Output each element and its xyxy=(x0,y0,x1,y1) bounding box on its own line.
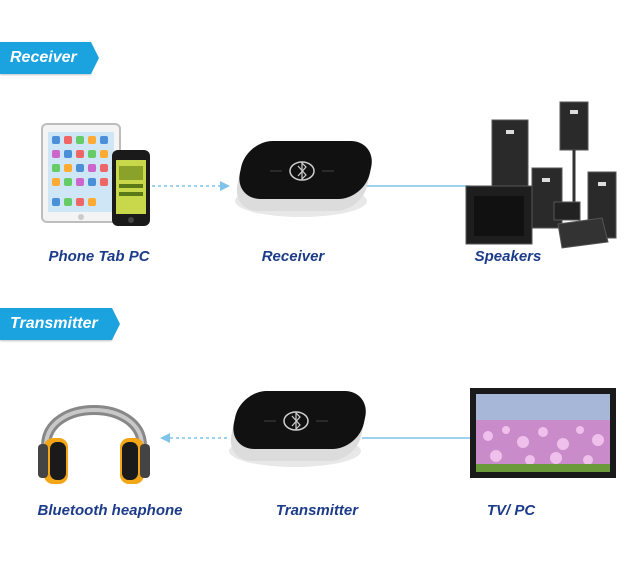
connector-receiver-to-speakers xyxy=(365,185,470,187)
monitor-icon xyxy=(470,388,616,478)
receiver-device-image xyxy=(230,135,372,225)
caption-transmitter: Transmitter xyxy=(275,502,359,519)
caption-tv-pc: TV/ PC xyxy=(486,502,536,519)
caption-phone-tab-pc: Phone Tab PC xyxy=(48,248,150,265)
caption-bluetooth-headphone: Bluetooth heaphone xyxy=(37,502,183,519)
arrow-left-icon xyxy=(160,433,170,443)
caption-receiver: Receiver xyxy=(261,248,325,265)
arrow-right-icon xyxy=(220,181,230,191)
headphone-image xyxy=(32,380,156,490)
connector-tv-to-transmitter xyxy=(362,437,472,439)
caption-speakers: Speakers xyxy=(474,248,542,265)
receiver-section-badge: Receiver xyxy=(0,42,99,74)
headphone-icon xyxy=(38,405,150,484)
transmitter-section-badge: Transmitter xyxy=(0,308,120,340)
transmitter-device-image xyxy=(224,385,366,475)
phone-icon xyxy=(112,150,150,226)
speakers-icon xyxy=(465,101,617,249)
tablet-icon xyxy=(41,123,121,223)
tablet-phone-image xyxy=(40,120,160,230)
bluetooth-icon xyxy=(283,411,309,431)
tv-monitor-image xyxy=(468,386,618,482)
connector-source-to-receiver xyxy=(152,181,230,191)
bluetooth-icon xyxy=(289,161,315,181)
connector-transmitter-to-headphone xyxy=(160,433,230,443)
speakers-image xyxy=(462,100,620,250)
